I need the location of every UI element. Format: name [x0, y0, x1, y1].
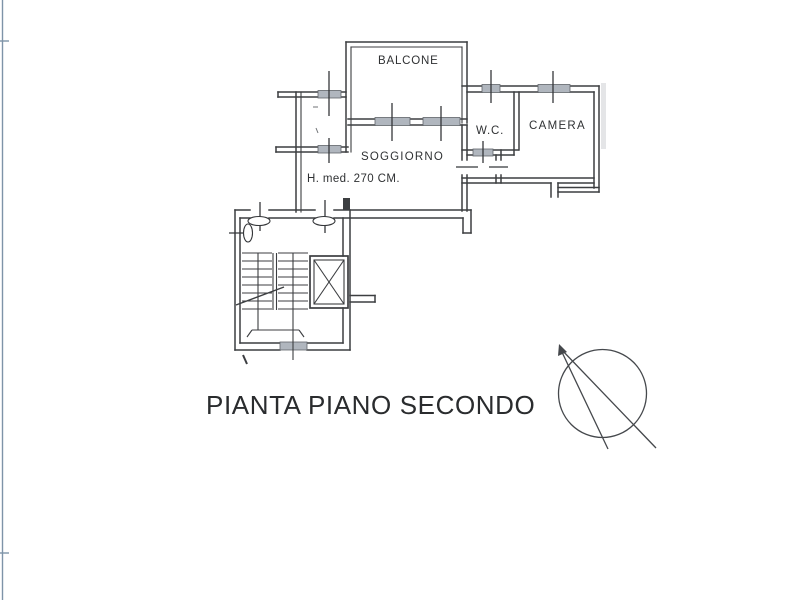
landing-window-lens-icon: [242, 223, 254, 243]
staircase-icon: [235, 252, 308, 365]
room-label-soggiorno: SOGGIORNO: [361, 151, 445, 163]
soggiorno-top-wall: [347, 118, 468, 126]
ceiling-height-note: H. med. 270 CM.: [307, 173, 400, 185]
balcony-walls: [345, 41, 468, 153]
wall-pilaster: [343, 198, 350, 210]
corridor-right-wall: [495, 149, 502, 184]
entrance-door-left-icon: [247, 215, 271, 227]
stairwell-top-wall: [234, 209, 472, 219]
room-label-wc: W.C.: [476, 125, 505, 137]
scan-edge-line: [0, 0, 9, 600]
small-room-walls: [275, 91, 349, 213]
room-label-balcone: BALCONE: [378, 55, 439, 67]
plan-title: PIANTA PIANO SECONDO: [206, 390, 536, 420]
camera-bottom-wall: [461, 177, 600, 198]
elevator-shaft-icon: [309, 255, 349, 309]
soggiorno-right-wall: [461, 124, 472, 234]
scan-pencil-marks: [313, 106, 319, 134]
entrance-door-right-icon: [312, 215, 336, 227]
room-label-camera: CAMERA: [529, 120, 587, 132]
stairwell-walls: [234, 209, 376, 351]
camera-window-icon: [537, 84, 571, 93]
scan-shadow: [601, 83, 606, 149]
north-indicator-icon: [557, 344, 657, 450]
outer-right-wall: [593, 85, 600, 193]
entrance-door-icons: [242, 215, 336, 243]
walls-layer: [234, 41, 600, 351]
opening-ticks: [229, 70, 554, 234]
